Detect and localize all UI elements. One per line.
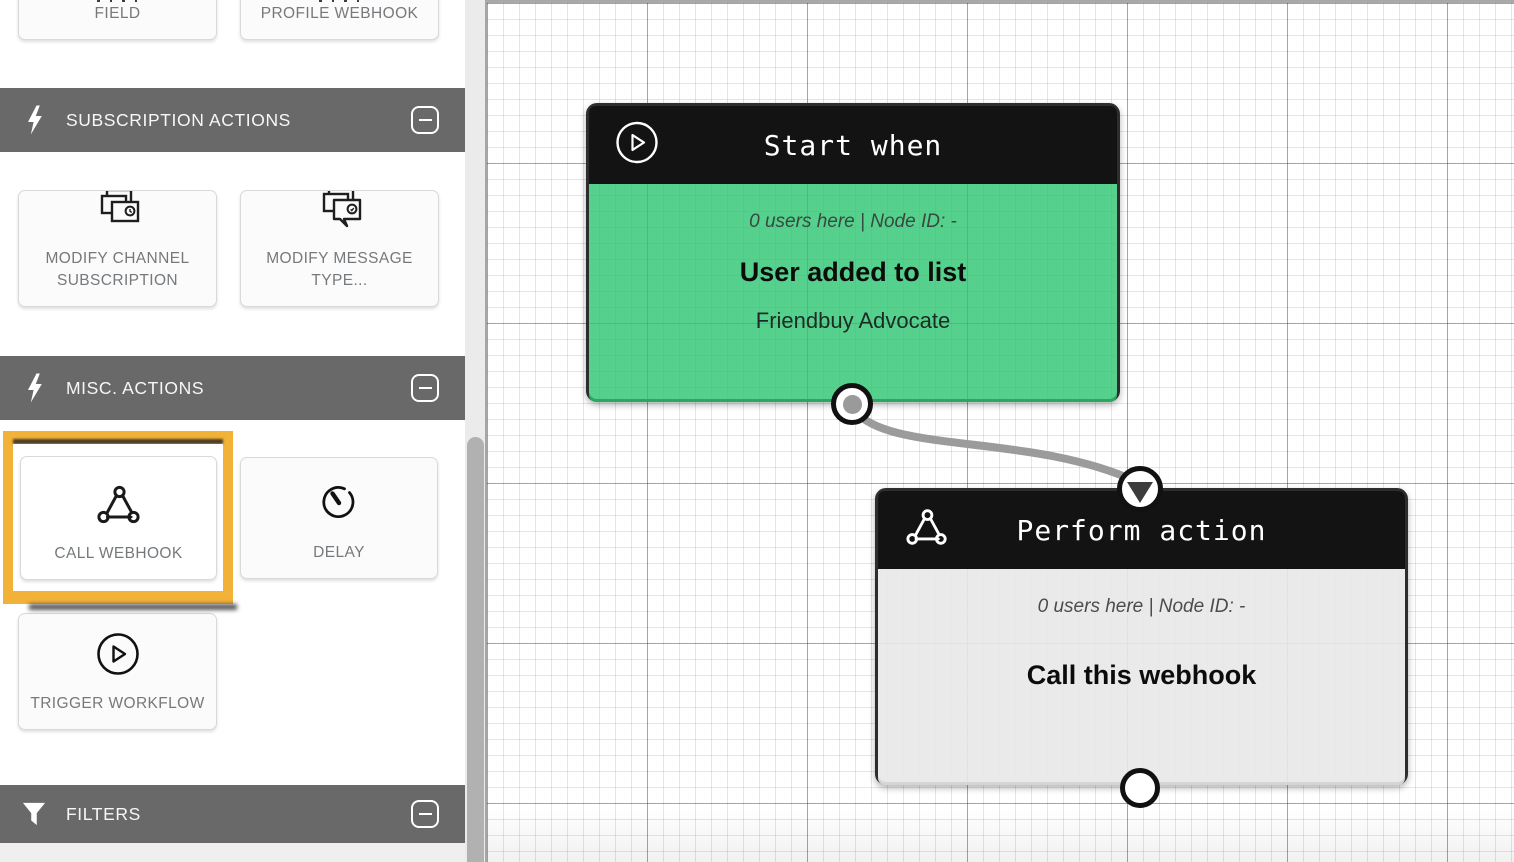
filters-panel-top <box>0 843 465 862</box>
actions-sidebar: FIELD PROFILE WEBHOOK SUBSCRIPTION ACTIO… <box>0 0 465 862</box>
lightning-icon <box>22 105 46 135</box>
node-meta: 0 users here | Node ID: - <box>1037 596 1246 617</box>
sidebar-scrollbar-thumb[interactable] <box>466 437 484 862</box>
webhook-icon <box>95 484 143 531</box>
section-subscription-actions[interactable]: SUBSCRIPTION ACTIONS <box>0 88 465 152</box>
section-title: SUBSCRIPTION ACTIONS <box>66 109 291 130</box>
start-node-body: 0 users here | Node ID: - User added to … <box>589 184 1117 402</box>
action-node-body: 0 users here | Node ID: - Call this webh… <box>878 569 1405 785</box>
section-filters[interactable]: FILTERS <box>0 785 465 843</box>
section-title: FILTERS <box>66 803 141 824</box>
card-trigger-workflow[interactable]: TRIGGER WORKFLOW <box>18 613 217 730</box>
section-misc-actions[interactable]: MISC. ACTIONS <box>0 356 465 420</box>
message-bubbles-icon <box>317 191 363 236</box>
card-label: CALL WEBHOOK <box>54 545 183 562</box>
card-modify-message-type[interactable]: MODIFY MESSAGE TYPE... <box>240 190 439 307</box>
lightning-icon <box>22 373 46 403</box>
section-title: MISC. ACTIONS <box>66 377 205 398</box>
play-circle-icon <box>96 632 140 681</box>
card-label: DELAY <box>313 544 365 561</box>
perform-action-node[interactable]: Perform action 0 users here | Node ID: -… <box>875 488 1408 785</box>
action-node-input-port[interactable] <box>1117 466 1163 512</box>
card-modify-channel-subscription[interactable]: MODIFY CHANNEL SUBSCRIPTION <box>18 190 217 307</box>
start-node-header: Start when <box>589 106 1117 184</box>
canvas-bottom-fade <box>487 807 1514 862</box>
webhook-icon <box>904 508 950 553</box>
card-delay[interactable]: DELAY <box>240 457 438 579</box>
collapse-section-button[interactable] <box>411 800 439 828</box>
node-meta: 0 users here | Node ID: - <box>749 211 957 232</box>
sidebar-scrollbar-track[interactable] <box>465 0 487 862</box>
card-label: PROFILE WEBHOOK <box>260 5 419 22</box>
profile-webhook-icon <box>319 0 359 2</box>
node-title: Start when <box>763 128 943 162</box>
node-action-label: Call this webhook <box>1026 660 1257 690</box>
card-label: MODIFY MESSAGE TYPE... <box>266 250 413 289</box>
action-node-output-port[interactable] <box>1120 768 1160 808</box>
card-field[interactable]: FIELD <box>18 0 217 40</box>
channel-cards-icon <box>95 191 141 236</box>
node-list-name: Friendbuy Advocate <box>755 308 951 333</box>
node-event: User added to list <box>739 257 967 287</box>
stopwatch-icon <box>316 479 362 530</box>
start-node-output-port[interactable] <box>831 383 873 425</box>
node-title: Perform action <box>1016 513 1267 547</box>
node-connector <box>848 403 1139 485</box>
start-when-node[interactable]: Start when 0 users here | Node ID: - Use… <box>586 103 1120 402</box>
card-label: MODIFY CHANNEL SUBSCRIPTION <box>45 250 190 289</box>
play-circle-icon <box>615 121 659 170</box>
card-label: TRIGGER WORKFLOW <box>30 695 205 712</box>
collapse-section-button[interactable] <box>411 106 439 134</box>
funnel-icon <box>22 801 46 827</box>
workflow-canvas[interactable]: Start when 0 users here | Node ID: - Use… <box>487 0 1514 862</box>
field-icon <box>97 0 137 2</box>
card-profile-webhook[interactable]: PROFILE WEBHOOK <box>240 0 439 40</box>
card-call-webhook[interactable]: CALL WEBHOOK <box>20 456 217 580</box>
canvas-top-border <box>487 0 1514 3</box>
collapse-section-button[interactable] <box>411 374 439 402</box>
card-label: FIELD <box>94 5 141 22</box>
